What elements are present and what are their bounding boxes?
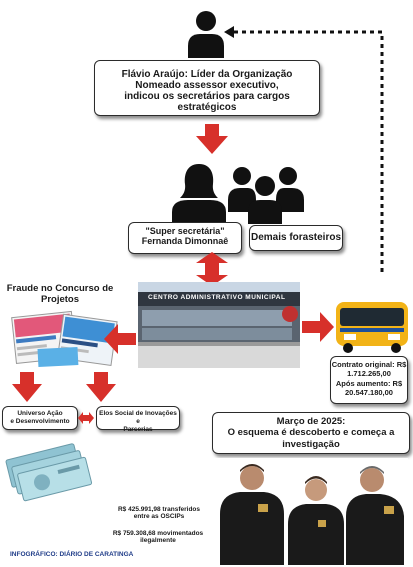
- contrato-line2: 1.712.265,00: [347, 369, 391, 379]
- money-transfer-line1: R$ 425.991,98 transferidos: [117, 506, 201, 513]
- police-officers-photo: [212, 458, 408, 565]
- down-arrow: [196, 124, 228, 154]
- super-secretaria-box: "Super secretária" Fernanda Dimonnaê: [128, 222, 242, 254]
- double-horizontal-arrow: [78, 412, 94, 424]
- universo-box: Universo Ação e Desenvolvimento: [2, 406, 78, 430]
- elos-box: Elos Social de Inovações e Parcerias: [96, 406, 180, 433]
- marco-line3: investigação: [282, 438, 340, 450]
- universo-line2: e Desenvolvimento: [10, 417, 70, 425]
- down-arrow-right: [86, 372, 116, 402]
- money-transfer-text: R$ 425.991,98 transferidos entre as OSCI…: [104, 506, 214, 521]
- double-vertical-arrow: [196, 252, 228, 286]
- money-transfer-line2: entre as OSCIPs: [133, 513, 185, 521]
- contrato-line1: Contrato original: R$: [331, 360, 407, 369]
- demais-forasteiros-box: Demais forasteiros: [249, 225, 343, 251]
- money-moved-line1: R$ 759.308,68 movimentados: [112, 530, 204, 537]
- leader-title: Flávio Araújo: Líder da Organização: [121, 69, 293, 80]
- fraude-line1: Fraude no Concurso de: [6, 283, 114, 294]
- building-sign: CENTRO ADMINISTRATIVO MUNICIPAL: [148, 294, 286, 301]
- contrato-line3: Após aumento: R$: [335, 378, 403, 388]
- elos-line2: Parcerias: [123, 425, 153, 433]
- demais-forasteiros-label: Demais forasteiros: [250, 232, 342, 243]
- building-photo: CENTRO ADMINISTRATIVO MUNICIPAL: [138, 282, 300, 368]
- leader-line3: indicou os secretários para cargos estra…: [124, 91, 290, 113]
- elos-line1: Elos Social de Inovações e: [99, 410, 177, 425]
- contrato-box: Contrato original: R$ 1.712.265,00 Após …: [330, 356, 408, 404]
- super-secretaria-name: Fernanda Dimonnaê: [141, 236, 229, 246]
- person-icon: [188, 11, 224, 58]
- leader-box: Flávio Araújo: Líder da Organização Nome…: [94, 60, 320, 116]
- leader-line2: Nomeado assessor executivo,: [135, 80, 279, 91]
- super-secretaria-title: "Super secretária": [145, 226, 225, 236]
- money-moved-text: R$ 759.308,68 movimentados ilegalmente: [100, 530, 216, 545]
- fraude-title: Fraude no Concurso de Projetos: [4, 283, 116, 306]
- money-image: [5, 443, 93, 502]
- bus-icon: [336, 302, 408, 353]
- woman-icon: [172, 164, 226, 222]
- money-moved-line2: ilegalmente: [140, 537, 176, 545]
- fraude-line2: Projetos: [40, 293, 79, 305]
- down-arrow-left: [12, 372, 42, 402]
- marco-line2: O esquema é descoberto e começa a: [227, 427, 395, 439]
- group-icon: [228, 167, 304, 224]
- marco-line1: Março de 2025:: [276, 416, 346, 427]
- left-arrow: [104, 324, 136, 354]
- infographic-credit: INFOGRÁFICO: DIÁRIO DE CARATINGA: [10, 551, 134, 558]
- right-arrow: [302, 312, 334, 342]
- contrato-line4: 20.547.180,00: [345, 388, 393, 398]
- marco-box: Março de 2025: O esquema é descoberto e …: [212, 412, 410, 454]
- universo-line1: Universo Ação: [17, 410, 63, 417]
- documents-image: [11, 310, 118, 368]
